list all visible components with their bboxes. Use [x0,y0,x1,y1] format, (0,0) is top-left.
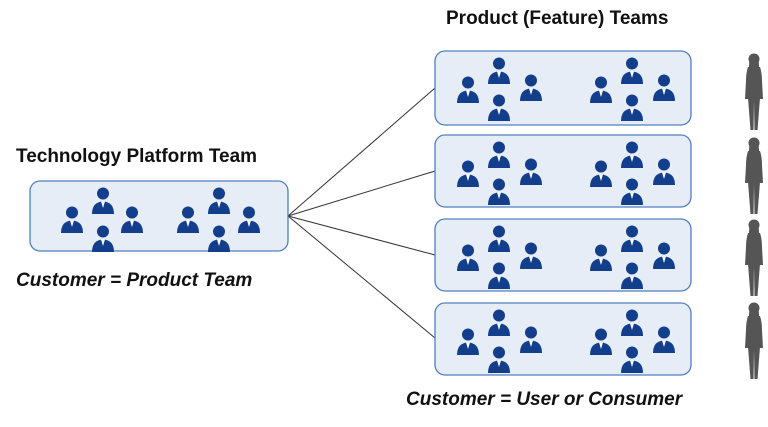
product-team-box [434,134,692,208]
connector-line [287,215,436,256]
platform-team-title: Technology Platform Team [16,146,258,167]
product-team-box [434,302,692,376]
standing-woman-icon [745,137,763,214]
connector-line [287,170,436,217]
connector-lines [287,87,436,339]
consumer-figures [745,53,763,379]
standing-woman-icon [745,53,763,130]
platform-team-box [29,180,289,252]
standing-woman-icon [745,219,763,296]
product-customer-caption: Customer = User or Consumer [406,389,683,410]
product-teams-title: Product (Feature) Teams [446,8,669,29]
connector-line [287,87,436,217]
platform-customer-caption: Customer = Product Team [16,270,253,291]
product-team-box [434,218,692,292]
connector-line [287,215,436,339]
standing-woman-icon [745,302,763,379]
product-team-box [434,50,692,126]
